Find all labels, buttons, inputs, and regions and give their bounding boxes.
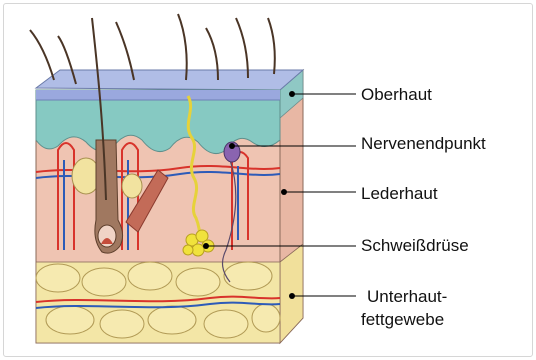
label-nervenendpunkt: Nervenendpunkt xyxy=(361,133,486,155)
label-unterhaut-line1: Unterhaut- xyxy=(367,286,447,308)
label-unterhaut-line2: fettgewebe xyxy=(361,309,444,331)
label-lederhaut: Lederhaut xyxy=(361,183,438,205)
label-schweissdruese: Schweißdrüse xyxy=(361,235,469,257)
block-top-face xyxy=(36,70,303,90)
label-oberhaut: Oberhaut xyxy=(361,84,432,106)
stratum-corneum xyxy=(36,90,280,100)
